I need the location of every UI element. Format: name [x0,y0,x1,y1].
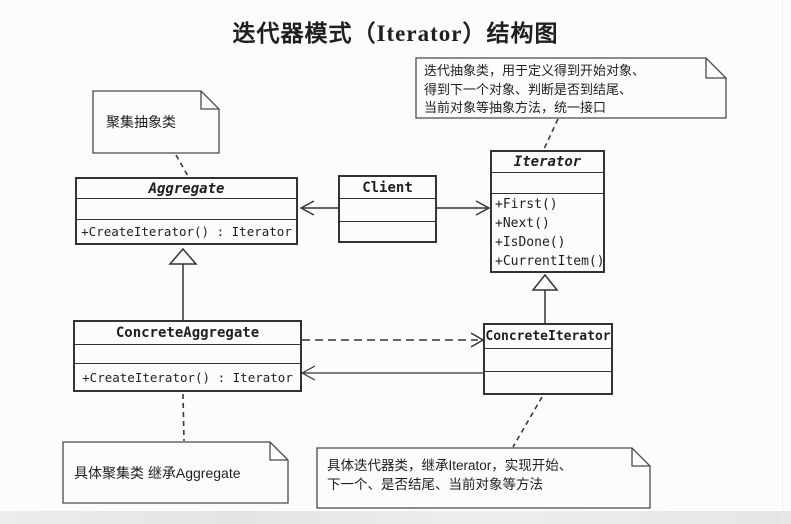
class-box-aggregate: Aggregate +CreateIterator() : Iterator [75,177,298,245]
arrow-concrete-aggregate-generalization [168,247,198,320]
note-iterator-text: 迭代抽象类，用于定义得到开始对象、 得到下一个对象、判断是否到结尾、 当前对象等… [424,62,645,118]
class-name-concrete-iterator: ConcreteIterator [485,329,611,344]
note-concrete-aggregate-text: 具体聚集类 继承Aggregate [74,465,241,481]
class-box-concrete-aggregate: ConcreteAggregate +CreateIterator() : It… [73,320,302,392]
note-concrete-iterator-line-2: 下一个、是否结尾、当前对象等方法 [327,477,543,492]
note-concrete-iterator-line-1: 具体迭代器类，继承Iterator，实现开始、 [327,458,573,473]
iterator-methods-compartment: +First() +Next() +IsDone() +CurrentItem(… [492,193,605,271]
class-name-concrete-aggregate: ConcreteAggregate [115,325,260,341]
arrow-concrete-iterator-to-concrete-aggregate [300,365,483,381]
note-shape-concrete-iterator [316,447,651,509]
note-iterator-line-3: 当前对象等抽象方法，统一接口 [424,100,607,115]
class-box-iterator: Iterator +First() +Next() +IsDone() +Cur… [490,150,605,273]
client-methods-compartment [340,221,435,241]
note-shape-iterator [415,57,727,119]
arrow-concrete-aggregate-to-concrete-iterator [302,332,485,348]
arrow-concrete-iterator-generalization [531,273,559,323]
iterator-method-isdone: +IsDone() [495,235,566,250]
iterator-method-first: +First() [495,197,558,212]
class-name-aggregate: Aggregate [148,180,225,197]
aggregate-method: +CreateIterator() : Iterator [77,219,296,243]
iterator-attributes-compartment [492,172,603,193]
scan-right-edge [782,0,783,524]
page-title: 迭代器模式（Iterator）结构图 [232,21,559,46]
class-name-iterator: Iterator [513,154,582,170]
connector-note-to-concrete-aggregate [182,393,185,442]
note-shape-aggregate [92,90,220,154]
concrete-aggregate-attributes-compartment [75,344,300,363]
iterator-method-next: +Next() [495,216,550,231]
note-shape-concrete-aggregate [62,441,289,504]
concrete-iterator-methods-compartment [485,371,611,393]
connector-note-to-aggregate [175,154,189,177]
note-iterator-line-2: 得到下一个对象、判断是否到结尾、 [424,81,633,97]
class-box-client: Client [338,175,437,243]
arrow-client-to-aggregate [299,200,338,216]
note-concrete-iterator-text: 具体迭代器类，继承Iterator，实现开始、 下一个、是否结尾、当前对象等方法 [327,456,572,494]
iterator-method-currentitem: +CurrentItem() [495,254,605,269]
concrete-aggregate-method: +CreateIterator() : Iterator [75,363,300,390]
scan-page-edge [0,511,791,524]
class-box-concrete-iterator: ConcreteIterator [483,323,613,395]
class-name-client: Client [362,179,413,196]
arrow-client-to-iterator [437,200,491,216]
connector-note-to-iterator [543,118,559,150]
note-aggregate-text: 聚集抽象类 [106,114,176,130]
connector-note-to-concrete-iterator [512,396,543,448]
note-iterator-line-1: 迭代抽象类，用于定义得到开始对象、 [424,63,646,78]
concrete-iterator-attributes-compartment [485,348,611,371]
aggregate-attributes-compartment [77,198,296,219]
client-attributes-compartment [340,198,435,221]
